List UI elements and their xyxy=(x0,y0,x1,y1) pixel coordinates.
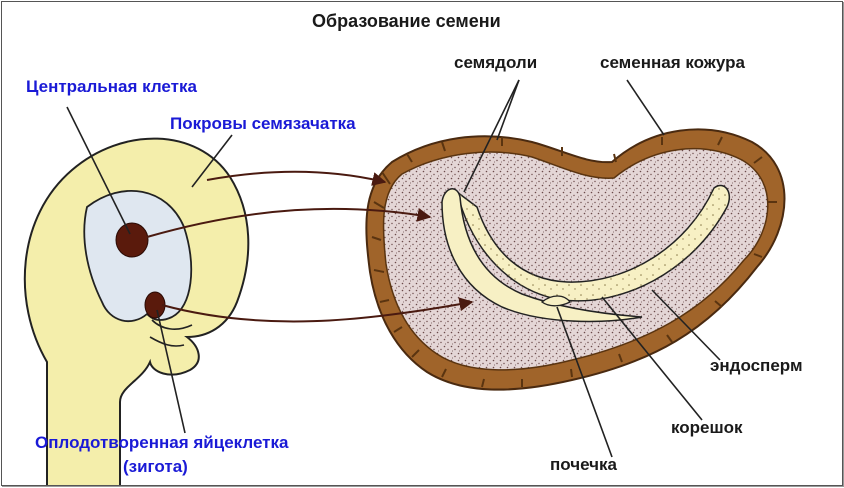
arrow-integuments-to-seed-coat xyxy=(206,170,387,186)
label-seed-coat: семенная кожура xyxy=(600,53,745,72)
central-cell-nucleus xyxy=(115,222,149,258)
figure-title: Образование семени xyxy=(312,11,501,31)
leader-radicle xyxy=(601,296,703,421)
micropyle-fold xyxy=(149,319,193,347)
leader-cotyledons-1 xyxy=(463,79,520,193)
leader-zygote xyxy=(156,309,186,434)
leader-integuments xyxy=(191,134,233,188)
label-plumule: почечка xyxy=(550,455,617,474)
label-zygote: (зигота) xyxy=(123,457,188,476)
plumule xyxy=(540,295,571,307)
label-fertilized-egg: Оплодотворенная яйцеклетка xyxy=(35,433,289,452)
leader-cotyledons-2 xyxy=(496,79,520,141)
seed xyxy=(365,128,786,391)
arrow-central-cell-to-endosperm xyxy=(146,207,432,238)
label-cotyledons: семядоли xyxy=(454,53,538,72)
cotyledon xyxy=(441,188,643,323)
label-integuments: Покровы семязачатка xyxy=(170,114,356,133)
leader-lines xyxy=(66,79,721,458)
leader-endosperm xyxy=(651,289,721,361)
leader-seed-coat xyxy=(626,79,665,136)
transition-arrows xyxy=(146,170,474,323)
arrow-zygote-to-embryo xyxy=(161,297,474,323)
label-endosperm: эндосперм xyxy=(710,356,803,375)
leader-central-cell xyxy=(66,106,131,235)
label-central-cell: Центральная клетка xyxy=(26,77,197,96)
leader-plumule xyxy=(556,306,613,458)
label-radicle: корешок xyxy=(671,418,743,437)
